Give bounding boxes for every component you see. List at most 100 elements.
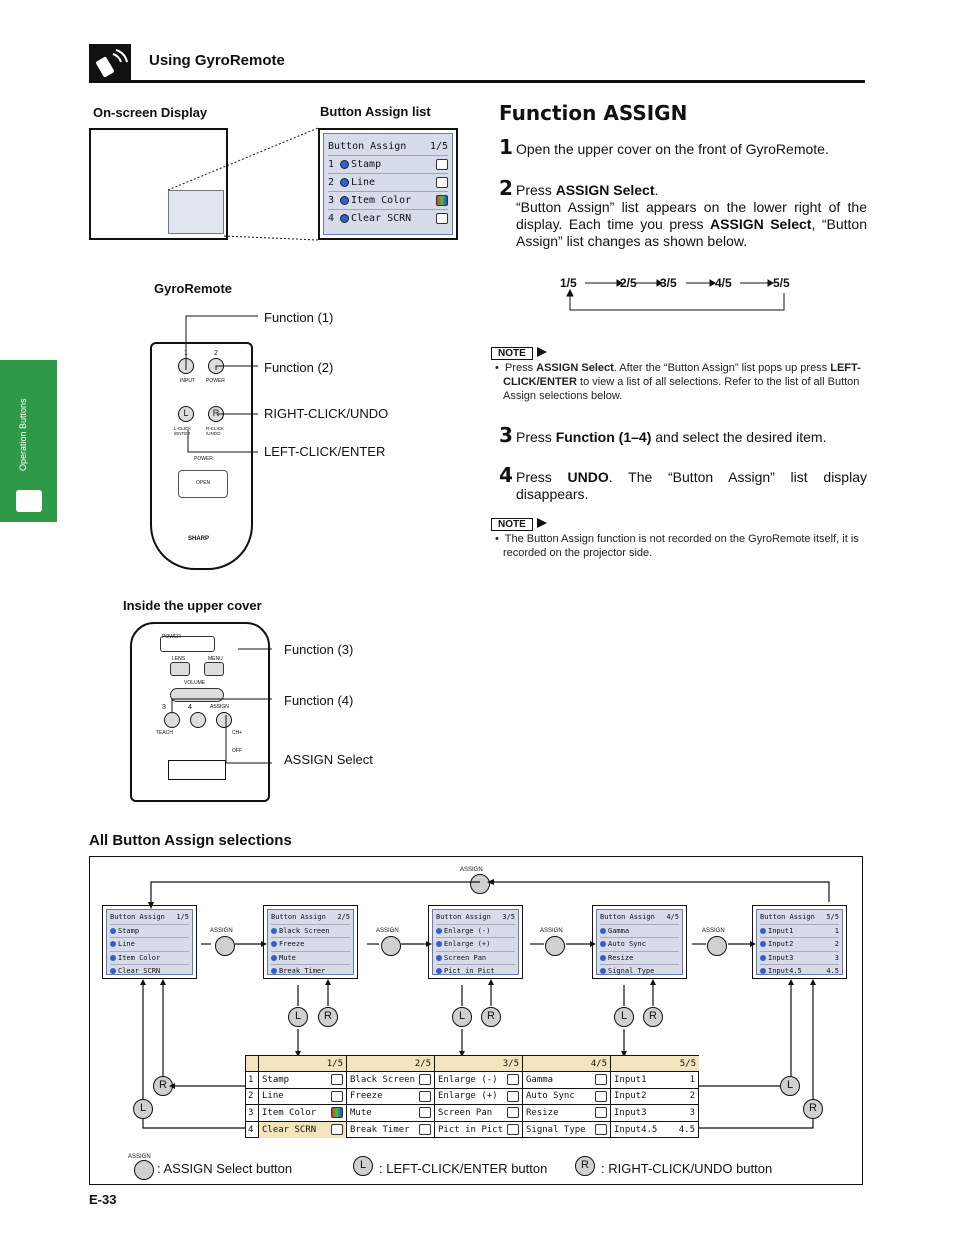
side-tab-label: Operation Buttons [18,398,28,472]
function-4-button[interactable] [190,712,206,728]
zoom-out-icon [507,1074,519,1086]
callout-function-4: Function (4) [284,693,354,708]
callout-left-click: LEFT-CLICK/ENTER [264,444,386,459]
step-2: 2 Press ASSIGN Select. “Button Assign” l… [499,176,867,249]
eraser-icon [331,1124,343,1136]
assign-summary-table: 1 2 3 4 1/5 Stamp Line Item Color Clear … [245,1055,699,1138]
lens-button[interactable] [170,662,190,676]
row-number-column: 1 2 3 4 [246,1056,258,1137]
assign-select-button[interactable] [707,936,727,956]
cover-label: Inside the upper cover [123,598,262,613]
legend-left-click: : LEFT-CLICK/ENTER button [379,1161,548,1176]
gyroremote-icon [16,490,42,512]
step-1: 1 Open the upper cover on the front of G… [499,135,829,159]
assign-select-button[interactable] [545,936,565,956]
legend-right-click: : RIGHT-CLICK/UNDO button [601,1161,773,1176]
assign-select-legend-button [134,1160,154,1180]
callout-function-1: Function (1) [264,310,334,325]
note-badge: NOTE [491,347,533,360]
table-column-4: 4/5 Gamma Auto Sync Resize Signal Type [522,1056,610,1137]
table-column-3: 3/5 Enlarge (-) Enlarge (+) Screen Pan P… [434,1056,522,1137]
left-click-button[interactable]: L [133,1099,153,1119]
stamp-icon [436,159,448,170]
right-click-button[interactable]: R [153,1076,173,1096]
freeze-icon [419,1090,431,1102]
color-icon [331,1107,343,1119]
power-button[interactable] [160,636,215,652]
brand-logo: SHARP [188,536,210,542]
mute-icon [419,1107,431,1119]
step-4: 4 Press UNDO. The “Button Assign” list d… [499,463,867,502]
signal-type-icon [595,1124,607,1136]
zoom-in-icon [507,1090,519,1102]
gamma-icon [595,1074,607,1086]
note-badge: NOTE [491,518,533,531]
table-column-1: 1/5 Stamp Line Item Color Clear SCRN [258,1056,346,1138]
zoom-lines [168,127,319,241]
right-click-button[interactable]: R [643,1007,663,1027]
left-click-button[interactable]: L [452,1007,472,1027]
resize-icon [595,1107,607,1119]
legend-assign: : ASSIGN Select button [157,1161,293,1176]
gyroremote-label: GyroRemote [154,281,233,296]
line-icon [331,1090,343,1102]
table-column-2: 2/5 Black Screen Freeze Mute Break Timer [346,1056,434,1137]
left-click-button[interactable]: L [614,1007,634,1027]
note-2: NOTE • The Button Assign function is not… [491,514,867,560]
right-click-button[interactable]: R [208,406,224,422]
osd-label: On-screen Display [93,105,208,120]
section-title: Using GyroRemote [149,52,285,69]
cover-callout-lines [171,648,272,764]
note-1: NOTE • Press ASSIGN Select. After the “B… [491,343,867,403]
auto-sync-icon [595,1090,607,1102]
selections-diagram [89,856,863,1185]
flow-arrows [140,879,830,1129]
pan-icon [507,1107,519,1119]
right-click-button[interactable]: R [318,1007,338,1027]
osd-mini-list [168,190,224,234]
function-title: Function ASSIGN [499,101,688,125]
right-click-button[interactable]: R [481,1007,501,1027]
cover-hinge [178,470,228,498]
assign-cycle: 1/5 2/5 3/5 4/5 5/5 [560,276,800,316]
assign-select-button[interactable] [381,936,401,956]
left-click-legend-button: L [353,1156,373,1176]
line-icon [436,177,448,188]
upper-cover-drawing: POWER LENS MENU VOLUME 3 4 ASSIGN TEACH … [130,622,270,802]
black-screen-icon [419,1074,431,1086]
gyro-callout-lines [185,315,258,453]
assign-select-button[interactable] [470,874,490,894]
color-icon [436,195,448,206]
left-click-button[interactable]: L [780,1076,800,1096]
gyroremote-drawing: 1 2 INPUT POWER L R L-CLICK /ENTER R-CLI… [150,342,253,570]
stamp-icon [331,1074,343,1086]
header-rule [89,80,865,83]
assign-list-label: Button Assign list [320,104,431,119]
assign-select-button[interactable] [215,936,235,956]
right-click-legend-button: R [575,1156,595,1176]
callout-function-3: Function (3) [284,642,354,657]
all-selections-label: All Button Assign selections [89,832,292,849]
side-tab: Operation Buttons [0,360,57,522]
callout-function-2: Function (2) [264,360,334,375]
eraser-icon [436,213,448,224]
right-click-button[interactable]: R [803,1099,823,1119]
osd-screen [89,128,228,240]
page-number: E-33 [89,1192,117,1207]
step-3: 3 Press Function (1–4) and select the de… [499,423,827,447]
assign-select-button[interactable] [216,712,232,728]
left-click-button[interactable]: L [288,1007,308,1027]
menu-button[interactable] [204,662,224,676]
left-click-button[interactable]: L [178,406,194,422]
